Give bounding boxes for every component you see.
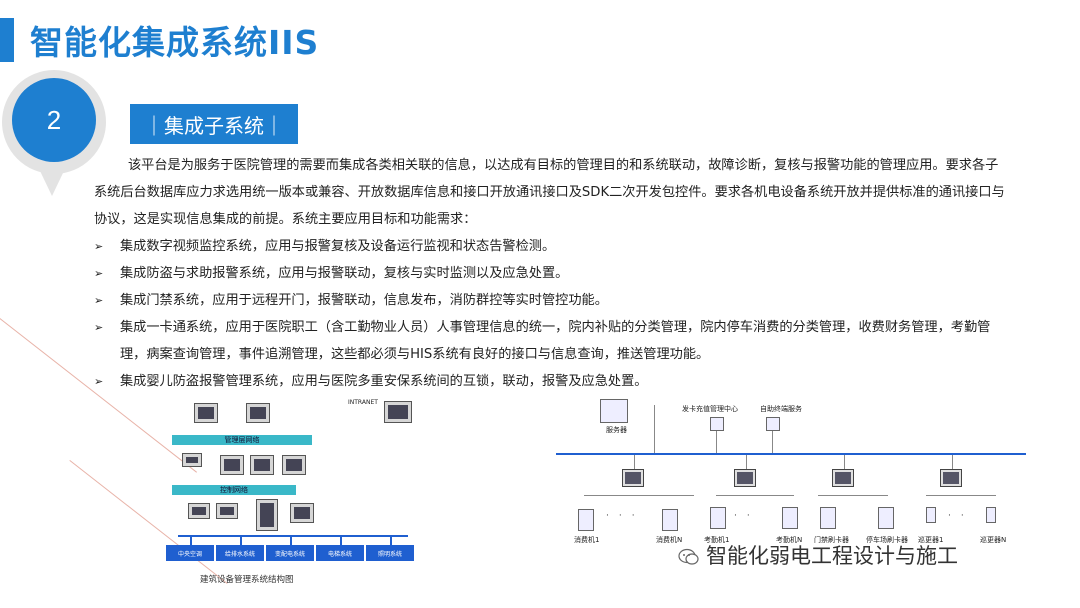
requirements-list: ➢ 集成数字视频监控系统，应用与报警复核及设备运行监视和状态告警检测。 ➢ 集成防盗… <box>94 233 1014 395</box>
terminal-label: 考勤机N <box>776 536 803 544</box>
arrow-bullet-icon: ➢ <box>94 321 104 334</box>
terminal-label: 停车场刷卡器 <box>866 536 908 544</box>
terminal-icon <box>986 507 996 523</box>
terminal-label: 巡更器N <box>980 536 1007 544</box>
list-item: ➢ 集成门禁系统，应用于远程开门，报警联动，信息发布，消防群控等实时管控功能。 <box>94 287 1014 314</box>
section-number-badge: 2 <box>12 78 96 162</box>
terminal-icon <box>926 507 936 523</box>
bus-drop-line <box>290 535 292 545</box>
list-item: ➢ 集成婴儿防盗报警管理系统，应用与医院多重安保系统间的互锁，联动，报警及应急处置… <box>94 368 1014 395</box>
connector-line <box>716 431 717 453</box>
title-accent-bar <box>0 18 14 62</box>
list-item-text: 集成数字视频监控系统，应用与报警复核及设备运行监视和状态告警检测。 <box>120 239 556 254</box>
one-card-topology-diagram: 服务器 发卡充值管理中心 自助终端服务 ··· ·· ·· 消费机1 消费机N … <box>556 395 1046 600</box>
server-icon <box>600 399 628 423</box>
control-network-bar: 控制网络 <box>172 485 296 495</box>
intro-paragraph: 该平台是为服务于医院管理的需要而集成各类相关联的信息，以达成有目标的管理目的和系… <box>94 158 1005 227</box>
controller-icon <box>188 503 210 519</box>
arrow-bullet-icon: ➢ <box>94 375 104 388</box>
terminal-label: 消费机1 <box>574 536 600 544</box>
terminal-icon <box>710 507 726 529</box>
cabinet-icon <box>256 499 278 531</box>
center-label: 自助终端服务 <box>760 405 802 413</box>
bus-drop-line <box>340 535 342 545</box>
connector-line <box>952 455 953 469</box>
terminal-icon <box>578 509 594 531</box>
ellipsis-dots: ··· <box>606 511 645 521</box>
workstation-icon <box>832 469 854 487</box>
system-node: 照明系统 <box>366 545 414 561</box>
controller-icon <box>182 453 202 467</box>
terminal-icon <box>662 509 678 531</box>
terminal-icon <box>878 507 894 529</box>
bus-drop-line <box>190 535 192 545</box>
terminal-icon <box>782 507 798 529</box>
workstation-icon <box>940 469 962 487</box>
connector-line <box>926 495 996 496</box>
workstation-icon <box>734 469 756 487</box>
arrow-bullet-icon: ➢ <box>94 267 104 280</box>
connector-line <box>654 405 655 453</box>
source-watermark: 智能化弱电工程设计与施工 <box>706 544 958 568</box>
connector-line <box>844 455 845 469</box>
list-item: ➢ 集成防盗与求助报警系统，应用与报警联动，复核与实时监测以及应急处置。 <box>94 260 1014 287</box>
terminal-label: 考勤机1 <box>704 536 730 544</box>
controller-icon <box>216 503 238 519</box>
list-item: ➢ 集成数字视频监控系统，应用与报警复核及设备运行监视和状态告警检测。 <box>94 233 1014 260</box>
monitor-icon <box>246 403 270 423</box>
ellipsis-dots: ·· <box>734 511 760 521</box>
wechat-icon <box>678 548 699 565</box>
system-node: 中央空调 <box>166 545 214 561</box>
list-item: ➢ 集成一卡通系统，应用于医院职工（含工勤物业人员）人事管理信息的统一，院内补贴的… <box>94 314 1014 368</box>
card-reader-icon <box>766 417 780 431</box>
connector-line <box>634 455 635 469</box>
system-node: 给排水系统 <box>216 545 264 561</box>
terminal-label: 消费机N <box>656 536 683 544</box>
list-item-text: 集成婴儿防盗报警管理系统，应用与医院多重安保系统间的互锁，联动，报警及应急处置。 <box>120 374 648 389</box>
connector-line <box>746 455 747 469</box>
list-item-text: 集成一卡通系统，应用于医院职工（含工勤物业人员）人事管理信息的统一，院内补贴的分… <box>120 320 991 362</box>
system-node: 电梯系统 <box>316 545 364 561</box>
connector-line <box>772 431 773 453</box>
terminal-label: 巡更器1 <box>918 536 944 544</box>
monitor-icon <box>290 503 314 523</box>
bus-drop-line <box>240 535 242 545</box>
network-bus <box>556 453 1026 455</box>
list-item-text: 集成防盗与求助报警系统，应用与报警联动，复核与实时监测以及应急处置。 <box>120 266 569 281</box>
monitor-icon <box>384 401 412 423</box>
center-label: 发卡充值管理中心 <box>682 405 738 413</box>
building-equipment-diagram: INTRANET 管理层网络 控制网络 中央空调 给排水系统 变配电系统 电梯系… <box>160 393 450 598</box>
monitor-icon <box>194 403 218 423</box>
terminal-icon <box>820 507 836 529</box>
terminal-label: 门禁刷卡器 <box>814 536 849 544</box>
workstation-icon <box>622 469 644 487</box>
page-title: 智能化集成系统IIS <box>30 23 320 62</box>
card-reader-icon <box>710 417 724 431</box>
system-bus-line <box>178 535 408 537</box>
server-label: 服务器 <box>606 426 627 434</box>
connector-line <box>818 495 888 496</box>
monitor-icon <box>250 455 274 475</box>
section-title: ｜集成子系统｜ <box>130 104 298 144</box>
connector-line <box>716 495 794 496</box>
monitor-icon <box>282 455 306 475</box>
arrow-bullet-icon: ➢ <box>94 294 104 307</box>
diagram-caption: 建筑设备管理系统结构图 <box>200 575 294 585</box>
ellipsis-dots: ·· <box>948 511 974 521</box>
arrow-bullet-icon: ➢ <box>94 240 104 253</box>
intranet-label: INTRANET <box>348 399 378 406</box>
system-node: 变配电系统 <box>266 545 314 561</box>
connector-line <box>584 495 694 496</box>
bus-drop-line <box>390 535 392 545</box>
list-item-text: 集成门禁系统，应用于远程开门，报警联动，信息发布，消防群控等实时管控功能。 <box>120 293 608 308</box>
management-network-bar: 管理层网络 <box>172 435 312 445</box>
monitor-icon <box>220 455 244 475</box>
